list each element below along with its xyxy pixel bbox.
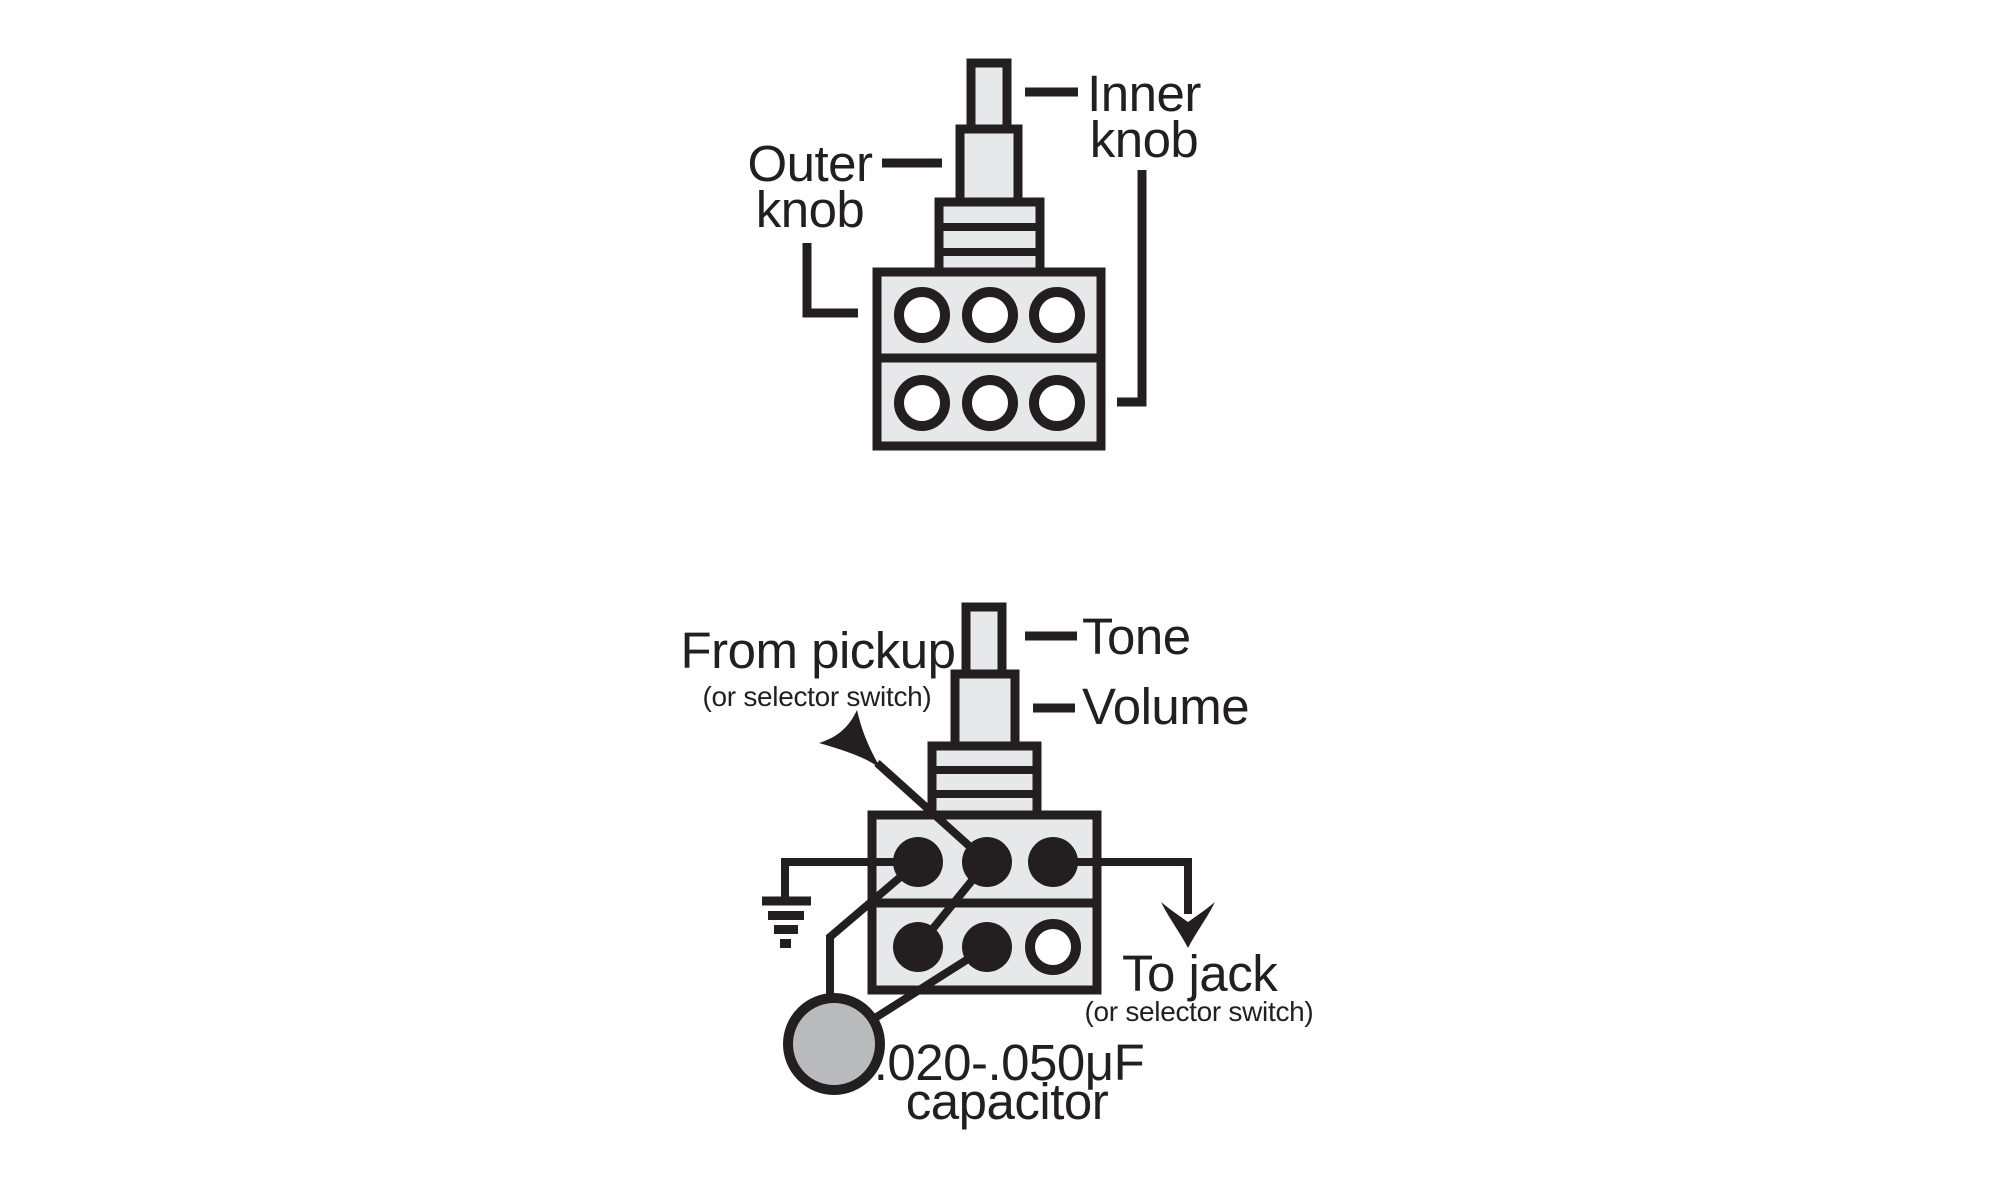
lug-hole xyxy=(1029,375,1085,431)
outer-knob-label-line2: knob xyxy=(756,181,865,238)
to-jack-arrowhead-icon xyxy=(1161,902,1215,948)
pot-wiring-diagram: From pickup (or selector switch) Tone Vo… xyxy=(680,602,1314,1130)
outer-knob-shaft xyxy=(955,124,1023,209)
capacitor-value-label: .020-.050μF xyxy=(874,1034,1145,1091)
wire-lug-to-capacitor xyxy=(826,858,921,1000)
lug-connected xyxy=(893,837,943,887)
from-pickup-label: From pickup xyxy=(680,622,955,679)
to-jack-label: To jack xyxy=(1122,945,1278,1002)
from-pickup-arrowhead-icon xyxy=(819,710,881,769)
lug-unused xyxy=(1025,919,1081,975)
lug-hole xyxy=(962,287,1018,343)
from-pickup-sublabel: (or selector switch) xyxy=(703,681,932,712)
inner-knob-label-line1: Inner xyxy=(1087,65,1201,122)
tone-shaft xyxy=(961,602,1007,683)
pot-overview-diagram: Outer knob Inner knob xyxy=(747,58,1202,451)
wire-to-ground xyxy=(781,858,918,898)
to-jack-sublabel: (or selector switch) xyxy=(1085,996,1314,1027)
threaded-bushing xyxy=(934,197,1045,282)
inner-knob-bracket xyxy=(1117,170,1147,407)
volume-label: Volume xyxy=(1082,678,1249,735)
lug-hole xyxy=(894,375,950,431)
capacitor-word-label: capacitor xyxy=(906,1073,1109,1130)
ground-symbol xyxy=(762,896,811,948)
lug-hole xyxy=(894,287,950,343)
outer-knob-label-line1: Outer xyxy=(747,135,873,192)
lug-connected xyxy=(962,837,1012,887)
lug-connected xyxy=(893,922,943,972)
inner-knob-label-line2: knob xyxy=(1090,111,1199,168)
lug-connected xyxy=(962,922,1012,972)
threaded-bushing xyxy=(927,741,1042,825)
inner-knob-shaft xyxy=(966,58,1012,138)
wire-to-jack xyxy=(1053,858,1192,914)
lug-hole xyxy=(962,375,1018,431)
volume-shaft xyxy=(950,669,1020,753)
lug-connected xyxy=(1028,837,1078,887)
outer-knob-bracket xyxy=(802,243,858,318)
capacitor-circle xyxy=(783,993,885,1095)
tone-label: Tone xyxy=(1082,608,1191,665)
lug-hole xyxy=(1029,287,1085,343)
